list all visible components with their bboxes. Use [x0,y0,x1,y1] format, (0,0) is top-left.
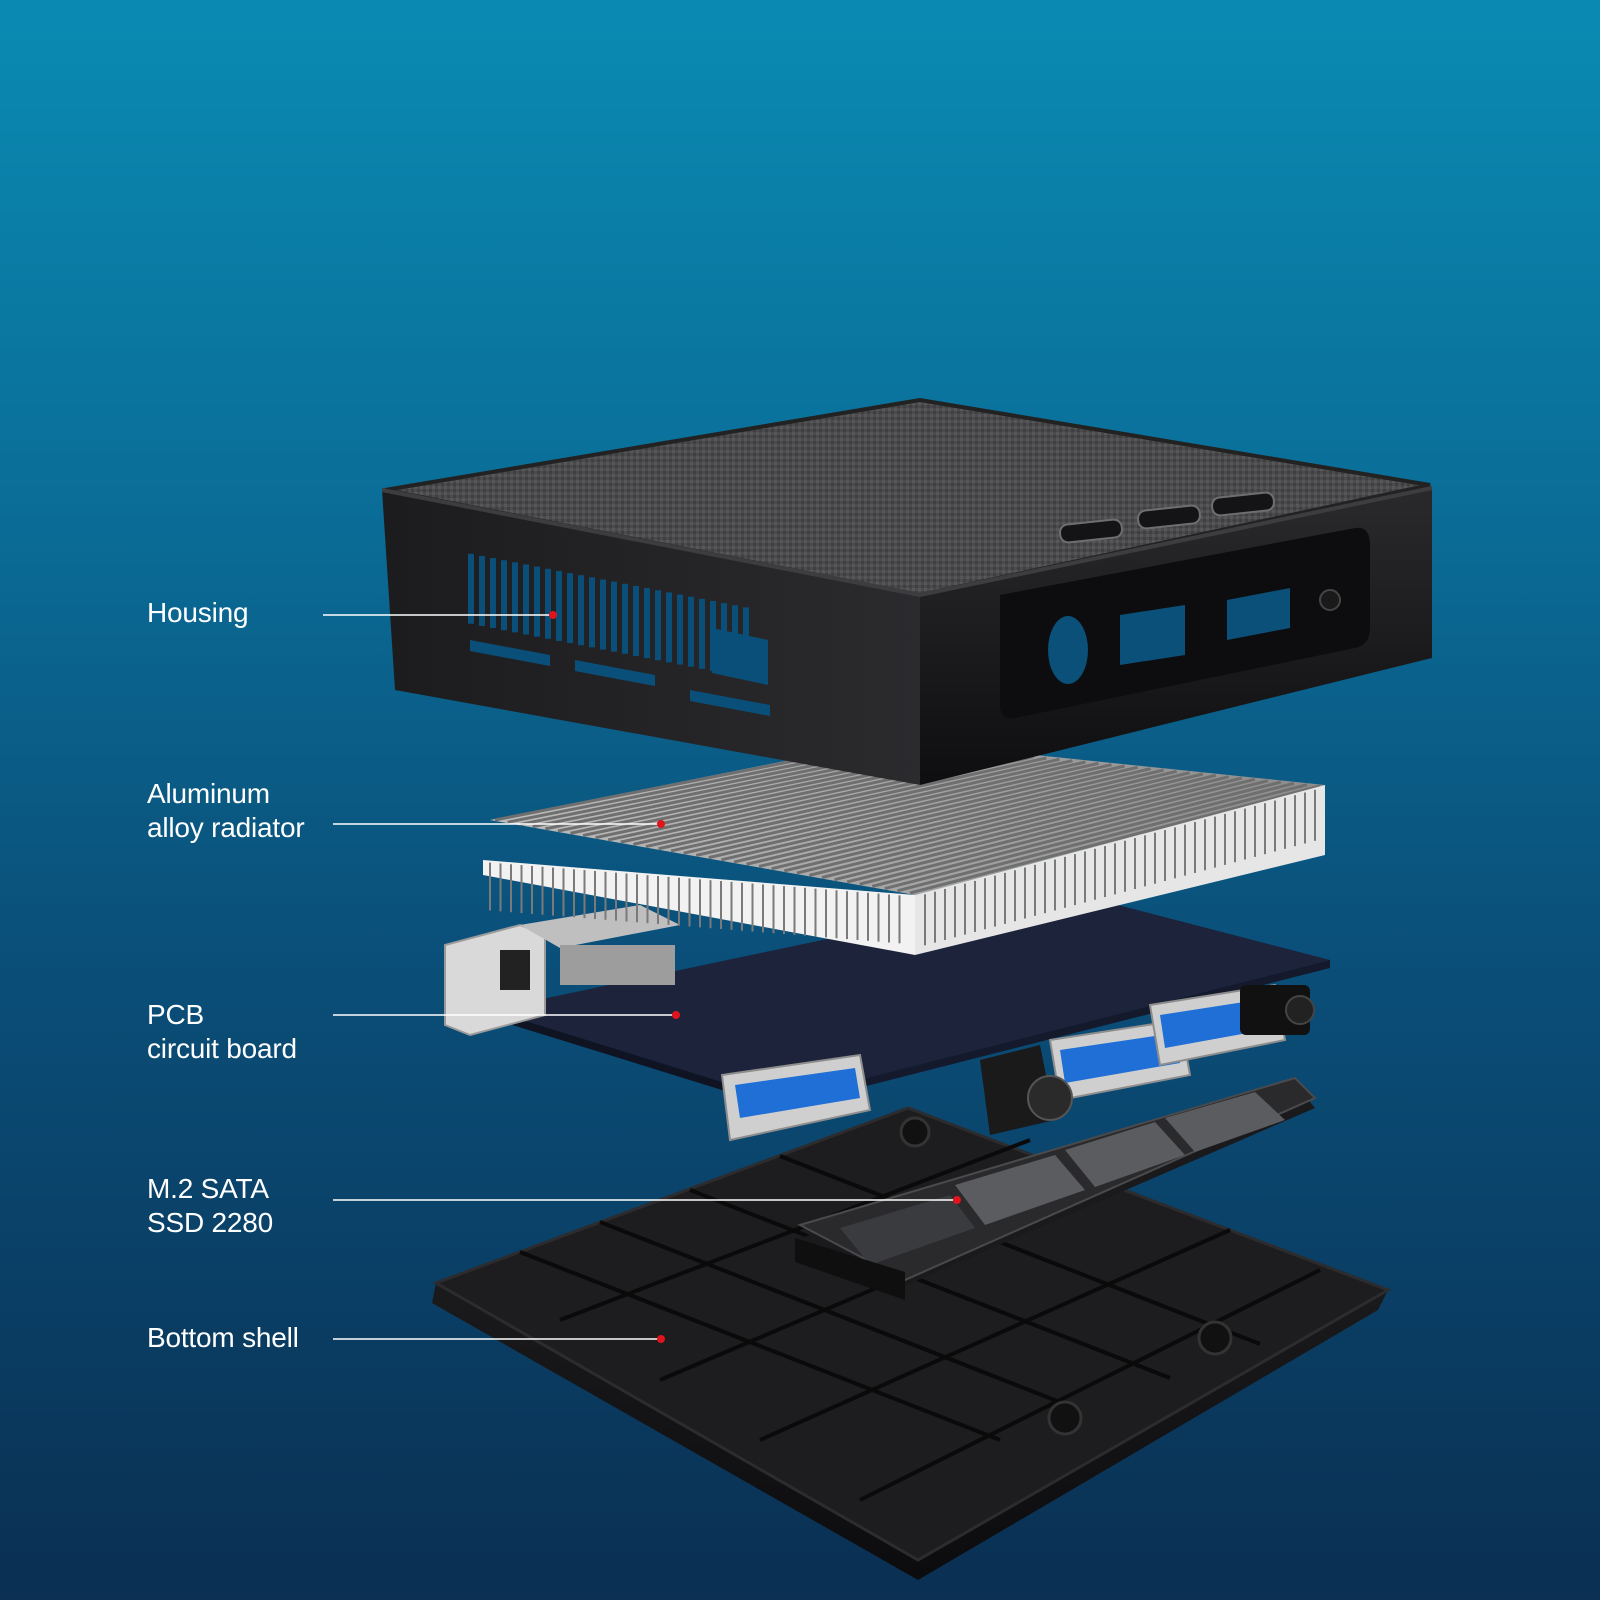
vent-slot [578,575,584,646]
vent-slot [575,660,655,686]
vent-slot [677,594,683,665]
m2-ssd [795,1076,1317,1300]
leader-dot [657,820,665,828]
audio-jack [1240,985,1315,1035]
pcb-circuit-board [444,890,1330,1142]
leader-dot [549,611,557,619]
radiator-fin [796,772,1204,875]
screw-boss [1047,1400,1083,1436]
radiator-fin [695,761,1099,857]
radiator-fin [758,768,1164,868]
radiator-fin [809,773,1217,877]
vent-slot [690,690,770,716]
aluminum-radiator [483,740,1325,955]
leader-dot [657,1335,665,1343]
callout-pcb: PCB circuit board [147,998,297,1066]
radiator-fin [909,784,1321,895]
radiator-fin [846,777,1256,884]
radiator-fin [771,769,1178,871]
vent-slot [622,583,628,654]
callout-leaders [323,611,961,1343]
usb-opening [1227,588,1290,640]
radiator-fin [871,780,1282,888]
vent-slot [512,562,518,633]
radiator-fin [683,760,1086,855]
radiator-fin [897,783,1308,893]
radiator-fin [746,767,1151,866]
radiator-fin [859,779,1269,886]
radiator-fin [645,756,1047,849]
vent-slot [633,585,639,656]
callout-ssd: M.2 SATA SSD 2280 [147,1172,273,1240]
vent-slot [611,581,617,652]
callout-radiator-line-1: Aluminum [147,778,270,809]
screw-boss [899,1116,931,1148]
radiator-fin [721,764,1125,862]
callout-bottom-line-1: Bottom shell [147,1322,299,1353]
vent-slot [523,564,529,635]
vent-slot [479,555,485,626]
hdmi-opening [1120,605,1185,665]
callout-ssd-line-1: M.2 SATA [147,1173,269,1204]
callout-housing: Housing [147,596,249,630]
vent-slot [468,553,474,624]
vent-slot [490,558,496,629]
vent-slot [644,588,650,659]
leader-dot [953,1196,961,1204]
vent-slot [567,573,573,644]
callout-radiator-line-2: alloy radiator [147,812,305,843]
ethernet-port [444,905,680,1037]
vent-slot [589,577,595,648]
radiator-fin [884,781,1295,891]
vent-slot [470,640,550,666]
wifi-icon [1137,504,1201,530]
callout-pcb-line-1: PCB [147,999,204,1030]
leader-dot [672,1011,680,1019]
radiator-fin [733,765,1138,864]
vent-slot [501,560,507,631]
led-indicator [1319,589,1341,611]
top-badges [1059,491,1275,544]
callout-pcb-line-2: circuit board [147,1033,297,1064]
radiator-fin [658,757,1060,851]
power-button [980,1045,1073,1135]
vent-slot [699,598,705,669]
callout-radiator: Aluminum alloy radiator [147,777,305,845]
radiator-fin [821,775,1230,879]
bottom-shell [432,1106,1392,1580]
dc-port-opening [1048,616,1088,684]
screw-boss [1197,1320,1233,1356]
vent-slot [655,590,661,661]
radiator-fin [708,763,1112,860]
radiator-fin [670,759,1073,853]
vent-slot [600,579,606,650]
badge-icon [1059,518,1123,544]
callout-bottom: Bottom shell [147,1321,299,1355]
vent-slot [556,570,562,641]
radiator-fin [834,776,1243,882]
m2-connector [795,1238,905,1300]
usb-port-front [720,1053,872,1142]
radiator-fin [783,771,1191,873]
housing [381,397,1433,785]
vent-opening [712,628,768,685]
display-icon [1211,491,1275,517]
vent-slot [688,596,694,667]
vent-slot [534,566,540,637]
vent-slot [666,592,672,663]
vent-slot [545,568,551,639]
callout-housing-line-1: Housing [147,597,249,628]
callout-ssd-line-2: SSD 2280 [147,1207,274,1238]
